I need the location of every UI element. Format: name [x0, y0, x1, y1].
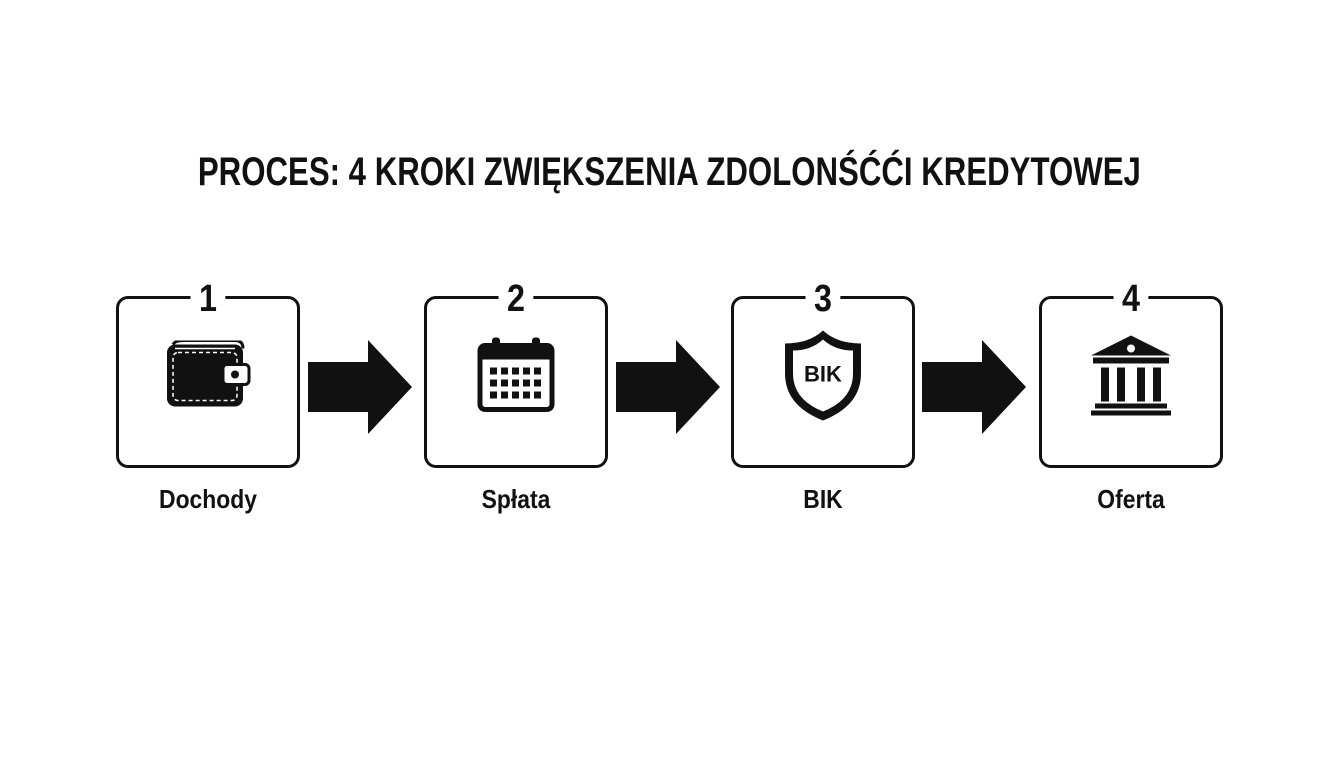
- step-number: 1: [190, 280, 226, 318]
- step-number: 2: [498, 280, 534, 318]
- diagram-title: PROCES: 4 KROKI ZWIĘKSZENIA ZDOLONŚĆĆI K…: [197, 150, 1141, 194]
- step-label: Dochody: [159, 484, 257, 514]
- calendar-icon: [476, 337, 556, 419]
- step-number: 4: [1113, 280, 1149, 318]
- step-label: Spłata: [481, 484, 551, 514]
- step-4: 4 Oferta: [1039, 280, 1223, 520]
- step-2: 2 Spłata: [424, 280, 608, 520]
- wallet-icon: [163, 339, 253, 416]
- shield-icon: BIK: [781, 328, 865, 429]
- step-number: 3: [805, 280, 841, 318]
- step-label: BIK: [803, 484, 843, 514]
- shield-text: BIK: [804, 362, 842, 387]
- step-1: 1 Dochody: [116, 280, 300, 520]
- step-box: [1039, 296, 1223, 468]
- arrow-right-icon: [308, 340, 414, 439]
- bank-icon: [1089, 334, 1173, 423]
- step-label: Oferta: [1097, 484, 1165, 514]
- arrow-right-icon: [616, 340, 722, 439]
- step-3: 3 BIK BIK: [731, 280, 915, 520]
- arrow-right-icon: [922, 340, 1028, 439]
